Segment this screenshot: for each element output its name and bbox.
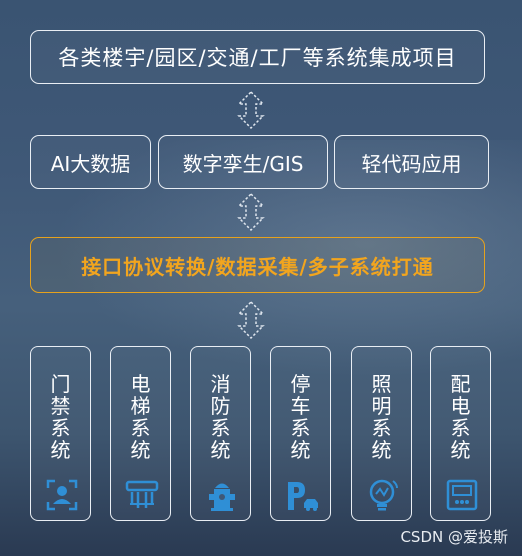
subsystem-fire: 消防系统 <box>190 346 251 521</box>
top-project-box: 各类楼宇/园区/交通/工厂等系统集成项目 <box>30 30 485 84</box>
bidirectional-arrow-icon <box>237 192 265 232</box>
low-code-box: 轻代码应用 <box>334 135 489 189</box>
subsystem-power-distribution: 配电系统 <box>430 346 491 521</box>
subsystem-label: 照明系统 <box>371 372 392 462</box>
access-control-icon <box>46 479 78 511</box>
subsystem-label: 消防系统 <box>210 372 231 462</box>
lightbulb-icon <box>369 479 398 511</box>
bidirectional-arrow-icon <box>237 90 265 130</box>
integration-box: 接口协议转换/数据采集/多子系统打通 <box>30 237 485 293</box>
subsystem-label: 配电系统 <box>450 372 471 462</box>
digital-twin-box: 数字孪生/GIS <box>158 135 328 189</box>
ai-bigdata-box: AI大数据 <box>30 135 151 189</box>
subsystem-parking: 停车系统 <box>270 346 331 521</box>
fire-hydrant-icon <box>209 483 235 511</box>
bidirectional-arrow-icon <box>237 300 265 340</box>
subsystem-label: 停车系统 <box>290 372 311 462</box>
background-glow <box>0 140 522 400</box>
parking-icon <box>288 482 318 511</box>
subsystem-lighting: 照明系统 <box>351 346 412 521</box>
watermark: CSDN @爱投斯 <box>400 528 508 546</box>
subsystem-label: 电梯系统 <box>130 372 151 462</box>
subsystem-elevator: 电梯系统 <box>110 346 171 521</box>
elevator-icon <box>125 480 159 508</box>
subsystem-label: 门禁系统 <box>50 372 71 462</box>
power-meter-icon <box>446 479 478 511</box>
subsystem-access-control: 门禁系统 <box>30 346 91 521</box>
